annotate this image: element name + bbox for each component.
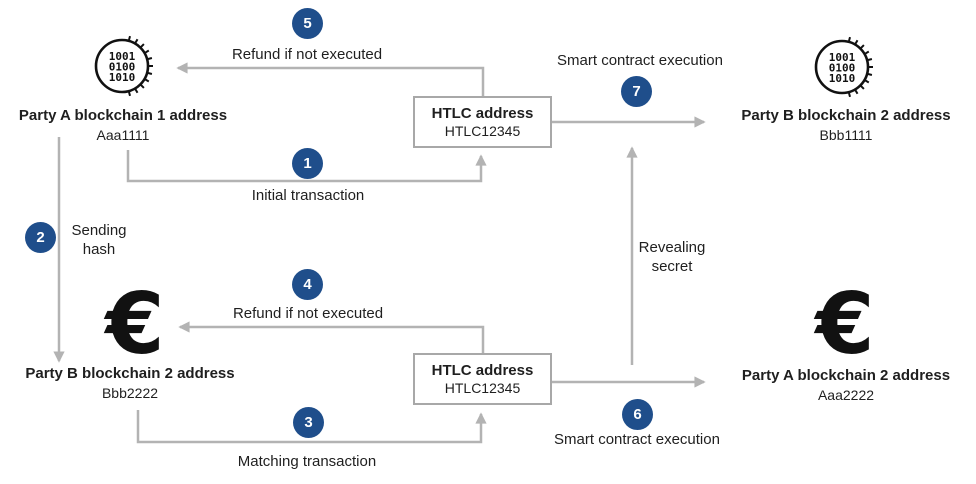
binary-digits-row1: 1001 (109, 50, 136, 63)
revealing-secret-label: Revealing secret (622, 238, 722, 276)
step-2-label: Sending hash (62, 221, 136, 259)
step-7-badge: 7 (621, 76, 652, 107)
step-1-label: Initial transaction (251, 187, 365, 204)
binary-digits-row2: 0100 (109, 61, 136, 74)
binary-digits-row3: 1010 (829, 72, 856, 85)
party-a-blockchain1-title: Party A blockchain 1 address (18, 107, 228, 124)
party-b-blockchain2-title: Party B blockchain 2 address (25, 365, 235, 382)
htlc2-title: HTLC address (431, 362, 534, 379)
arrow-matching-transaction (136, 410, 487, 444)
binary-digits-row3: 1010 (109, 71, 136, 84)
htlc-box-1: HTLC address HTLC12345 (413, 96, 552, 148)
step-3-badge: 3 (293, 407, 324, 438)
step-4-label: Refund if not executed (232, 305, 384, 322)
htlc1-title: HTLC address (431, 105, 534, 122)
htlc2-address: HTLC12345 (444, 380, 521, 396)
step-2-label-line1: Sending (71, 222, 127, 239)
step-2-badge: 2 (25, 222, 56, 253)
htlc-box-2: HTLC address HTLC12345 (413, 353, 552, 405)
binary-coin-icon: 1001 0100 1010 (814, 36, 873, 98)
step-5-badge: 5 (292, 8, 323, 39)
euro-icon: € (105, 275, 165, 374)
revealing-secret-line1: Revealing (638, 239, 706, 256)
party-b-blockchain2-received-title: Party B blockchain 2 address (741, 107, 951, 124)
party-a-blockchain2-received-title: Party A blockchain 2 address (741, 367, 951, 384)
binary-digits-row1: 1001 (829, 51, 856, 64)
step-2-label-line2: hash (82, 241, 116, 258)
arrow-refund-bottom (178, 321, 485, 353)
step-4-badge: 4 (292, 269, 323, 300)
party-b-blockchain2-received-address: Bbb1111 (819, 127, 873, 143)
euro-icon: € (815, 275, 875, 374)
revealing-secret-line2: secret (651, 258, 693, 275)
party-b-blockchain2-address: Bbb2222 (101, 385, 159, 401)
party-a-blockchain1-address: Aaa1111 (96, 127, 150, 143)
step-6-label: Smart contract execution (554, 431, 720, 448)
arrow-refund-top (176, 62, 485, 96)
arrow-initial-transaction (126, 150, 487, 183)
step-5-label: Refund if not executed (231, 46, 383, 63)
binary-digits-row2: 0100 (829, 62, 856, 75)
step-3-label: Matching transaction (237, 453, 377, 470)
htlc1-address: HTLC12345 (444, 123, 521, 139)
binary-coin-icon: 1001 0100 1010 (94, 35, 153, 97)
party-a-blockchain2-received-address: Aaa2222 (817, 387, 875, 403)
step-6-badge: 6 (622, 399, 653, 430)
step-1-badge: 1 (292, 148, 323, 179)
step-7-label: Smart contract execution (557, 52, 723, 69)
